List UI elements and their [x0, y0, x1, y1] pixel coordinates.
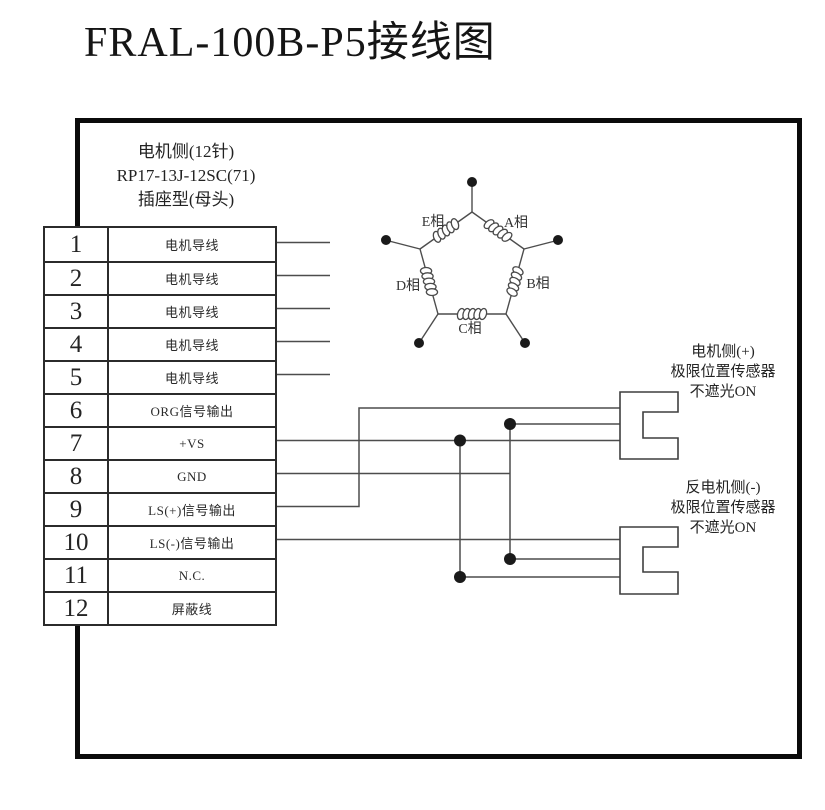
pin-label: 电机导线 [164, 238, 219, 253]
lower-sensor-name-text: 极限位置传感器 [670, 500, 776, 516]
pin-row: 4 电机导线 [45, 327, 275, 360]
pin-row: 10 LS(-)信号输出 [45, 525, 275, 558]
pin-row: 7 +VS [45, 426, 275, 459]
upper-sensor-state-text: 不遮光ON [689, 384, 757, 400]
pin-number: 5 [45, 362, 109, 393]
connector-info: 电机侧(12针) RP17-13J-12SC(71) 插座型(母头) [75, 140, 297, 212]
pin-label: 屏蔽线 [171, 602, 213, 617]
lower-sensor-state-text: 不遮光ON [689, 520, 757, 536]
pin-label: 电机导线 [164, 338, 219, 353]
pin-number: 3 [45, 296, 109, 327]
connector-type-text: 插座型(母头) [137, 190, 235, 209]
connector-side-text: 电机侧(12针) [137, 142, 235, 161]
pin-number: 6 [45, 395, 109, 426]
pin-row: 6 ORG信号输出 [45, 393, 275, 426]
pin-label: +VS [179, 435, 205, 451]
pin-row: 9 LS(+)信号输出 [45, 492, 275, 525]
pin-row: 5 电机导线 [45, 360, 275, 393]
pin-number: 7 [45, 428, 109, 459]
pin-label: GND [177, 468, 207, 484]
upper-sensor-name-text: 极限位置传感器 [670, 364, 776, 380]
pin-label: 电机导线 [164, 371, 219, 386]
pin-row: 3 电机导线 [45, 294, 275, 327]
pin-number: 8 [45, 461, 109, 492]
connector-model-text: RP17-13J-12SC(71) [116, 166, 256, 185]
lower-sensor-label: 反电机侧(-) 极限位置传感器 不遮光ON [642, 478, 804, 538]
pin-label: LS(+)信号输出 [148, 503, 236, 518]
pin-number: 1 [45, 228, 109, 261]
pin-number: 10 [45, 527, 109, 558]
pin-label: 电机导线 [164, 305, 219, 320]
pin-row: 1 电机导线 [45, 228, 275, 261]
pin-number: 12 [45, 593, 109, 624]
pin-label: ORG信号输出 [150, 404, 234, 419]
lower-sensor-side-text: 反电机侧(-) [685, 480, 761, 496]
pin-row: 8 GND [45, 459, 275, 492]
page-title: FRAL-100B-P5接线图 [84, 20, 496, 66]
pin-label: N.C. [178, 567, 206, 583]
pin-number: 4 [45, 329, 109, 360]
pin-row: 11 N.C. [45, 558, 275, 591]
pin-label: 电机导线 [164, 272, 219, 287]
pin-table: 1 电机导线 2 电机导线 3 电机导线 4 电机导线 5 电机导线 6 ORG信号输出 7… [43, 226, 277, 626]
pin-row: 12 屏蔽线 [45, 591, 275, 624]
upper-sensor-label: 电机侧(+) 极限位置传感器 不遮光ON [642, 342, 804, 402]
pin-number: 11 [45, 560, 109, 591]
pin-label: LS(-)信号输出 [149, 536, 235, 551]
pin-number: 2 [45, 263, 109, 294]
upper-sensor-side-text: 电机侧(+) [691, 344, 755, 360]
pin-number: 9 [45, 494, 109, 525]
pin-row: 2 电机导线 [45, 261, 275, 294]
